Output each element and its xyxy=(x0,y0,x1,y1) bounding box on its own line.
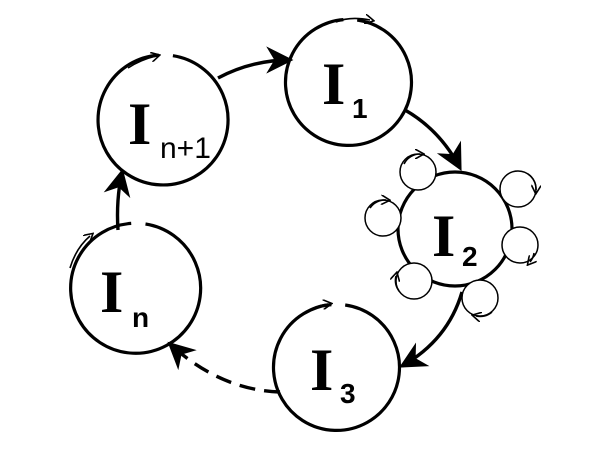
node-ring xyxy=(96,53,230,187)
node-subscript: 3 xyxy=(340,378,356,409)
node-ring xyxy=(283,18,414,147)
node-ring xyxy=(69,221,203,355)
edge-3-to-n xyxy=(167,341,281,394)
satellite-circle xyxy=(364,200,402,237)
rotation-arrow-icon xyxy=(299,304,328,317)
node-letter: I xyxy=(322,51,345,117)
node-letter: I xyxy=(432,203,455,269)
satellite-circle xyxy=(399,154,437,191)
node-i-3: I 3 xyxy=(271,303,402,432)
edge-2-to-3 xyxy=(399,291,464,368)
node-i-1: I 1 xyxy=(283,18,414,147)
edge-n-plus-1-to-1 xyxy=(217,46,294,80)
node-i-n: I n xyxy=(69,221,203,355)
node-subscript: 2 xyxy=(462,241,478,272)
node-subscript: n+1 xyxy=(160,132,211,165)
satellite-circle xyxy=(461,279,499,316)
node-letter: I xyxy=(128,91,151,157)
node-letter: I xyxy=(310,337,333,403)
node-subscript: 1 xyxy=(352,93,368,124)
edge-n-to-n-plus-1 xyxy=(103,168,131,231)
rotation-arrow-icon xyxy=(127,56,156,69)
satellite-circle xyxy=(499,170,536,208)
node-subscript: n xyxy=(132,302,149,333)
rotation-arrow-icon xyxy=(335,18,370,22)
node-letter: I xyxy=(100,259,123,325)
rotation-arrow-icon xyxy=(69,236,90,269)
satellite-circle xyxy=(501,226,539,263)
node-i-n-plus-1: I n+1 xyxy=(96,53,230,187)
satellite-circle xyxy=(395,262,433,300)
node-i-2: I 2 xyxy=(364,154,539,316)
edge-1-to-2 xyxy=(404,108,462,172)
node-ring xyxy=(271,303,402,432)
